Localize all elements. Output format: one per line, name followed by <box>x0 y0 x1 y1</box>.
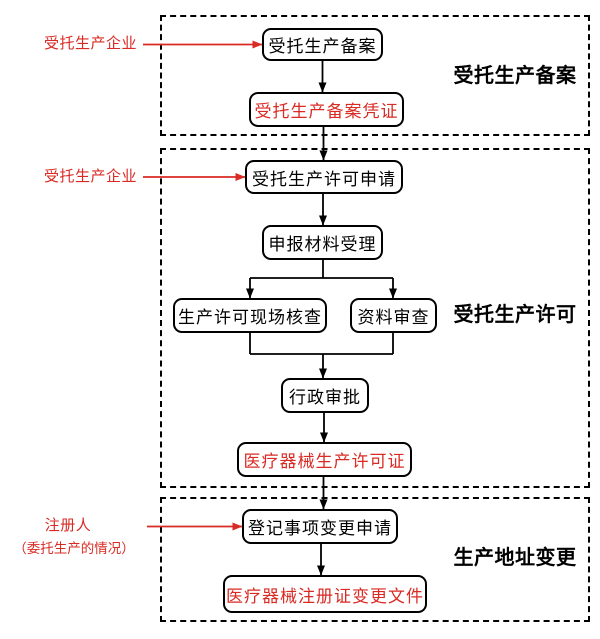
node-filing-application-label: 受托生产备案 <box>268 37 377 56</box>
label-license-actor: 受托生产企业 <box>44 169 138 185</box>
node-administrative-approval: 行政审批 <box>281 378 369 413</box>
node-change-application: 登记事项变更申请 <box>242 509 398 544</box>
node-production-license: 医疗器械生产许可证 <box>237 442 412 477</box>
section-box-license <box>160 148 590 488</box>
node-change-document-label: 医疗器械注册证变更文件 <box>226 586 424 606</box>
label-change-actor-note: （委托生产的情况） <box>13 541 135 556</box>
node-license-application-label: 受托生产许可申请 <box>252 169 396 189</box>
section-box-address-change <box>160 497 590 622</box>
section-box-filing <box>160 15 590 136</box>
node-filing-certificate-label: 受托生产备案凭证 <box>254 102 399 121</box>
node-change-document: 医疗器械注册证变更文件 <box>223 575 427 613</box>
node-onsite-inspection-label: 生产许可现场核查 <box>178 308 322 327</box>
label-change-actor: 注册人 <box>44 518 92 534</box>
label-filing-actor: 受托生产企业 <box>44 36 138 52</box>
node-document-review: 资料审查 <box>350 298 437 333</box>
node-filing-application: 受托生产备案 <box>262 28 383 61</box>
section-title-address-change: 生产地址变更 <box>453 547 577 569</box>
section-title-filing: 受托生产备案 <box>453 65 577 87</box>
node-document-review-label: 资料审查 <box>357 308 430 327</box>
node-administrative-approval-label: 行政审批 <box>289 388 361 407</box>
node-filing-certificate: 受托生产备案凭证 <box>249 92 404 127</box>
node-change-application-label: 登记事项变更申请 <box>248 519 392 538</box>
node-onsite-inspection: 生产许可现场核查 <box>173 298 327 333</box>
section-title-license: 受托生产许可 <box>453 304 577 326</box>
node-license-application: 受托生产许可申请 <box>245 160 403 194</box>
node-material-acceptance-label: 申报材料受理 <box>268 235 377 254</box>
node-material-acceptance: 申报材料受理 <box>262 225 383 260</box>
node-production-license-label: 医疗器械生产许可证 <box>243 452 406 471</box>
